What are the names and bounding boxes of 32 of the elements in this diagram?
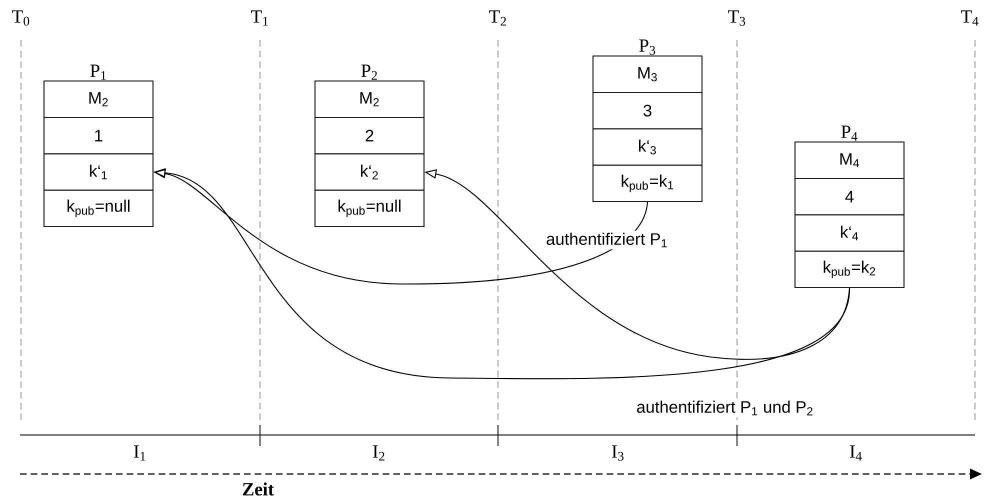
record-title: P$_{1}$ xyxy=(90,64,106,80)
record-field: M$_{3}$ xyxy=(592,56,702,93)
record-title: P$_{4}$ xyxy=(841,126,858,141)
interval-label: I$_{3}$ xyxy=(612,445,624,461)
record-field: M$_{4}$ xyxy=(794,142,904,179)
time-label: T$_{3}$ xyxy=(728,10,746,26)
record-field: k$_{pub}$=k$_{2}$ xyxy=(794,250,904,288)
record-field: 2 xyxy=(314,117,424,154)
time-label: T$_{4}$ xyxy=(961,10,978,26)
axis-title: Zeit xyxy=(242,482,274,496)
record-field: 1 xyxy=(44,117,154,154)
interval-label: I$_{2}$ xyxy=(372,445,384,461)
interval-label: I$_{1}$ xyxy=(134,445,146,461)
record-field: k$_{pub}$=k$_{1}$ xyxy=(592,164,702,202)
interval-label: I$_{4}$ xyxy=(850,445,862,461)
record-field: k‘$_{3}$ xyxy=(592,128,702,166)
record-field: k‘$_{1}$ xyxy=(44,153,154,191)
record-title: P$_{3}$ xyxy=(639,40,656,55)
record-field: 4 xyxy=(794,178,904,216)
record-field: M$_{2}$ xyxy=(314,80,424,118)
record-field: M$_{2}$ xyxy=(44,80,154,118)
record-field: k‘$_{2}$ xyxy=(314,153,424,191)
time-label: T$_{2}$ xyxy=(489,10,506,26)
time-label: T$_{1}$ xyxy=(251,10,268,26)
edge-label: authentifiziert P$_{1}$ xyxy=(544,230,670,250)
record-field: k$_{pub}$=null xyxy=(44,190,154,227)
time-label: T$_{0}$ xyxy=(12,10,30,26)
record-title: P$_{2}$ xyxy=(361,64,377,80)
record-field: k$_{pub}$=null xyxy=(314,190,424,227)
edge-label: authentifiziert P$_{1}$ und P$_{2}$ xyxy=(634,398,816,418)
record-field: k‘$_{4}$ xyxy=(794,214,904,252)
record-field: 3 xyxy=(592,92,702,130)
